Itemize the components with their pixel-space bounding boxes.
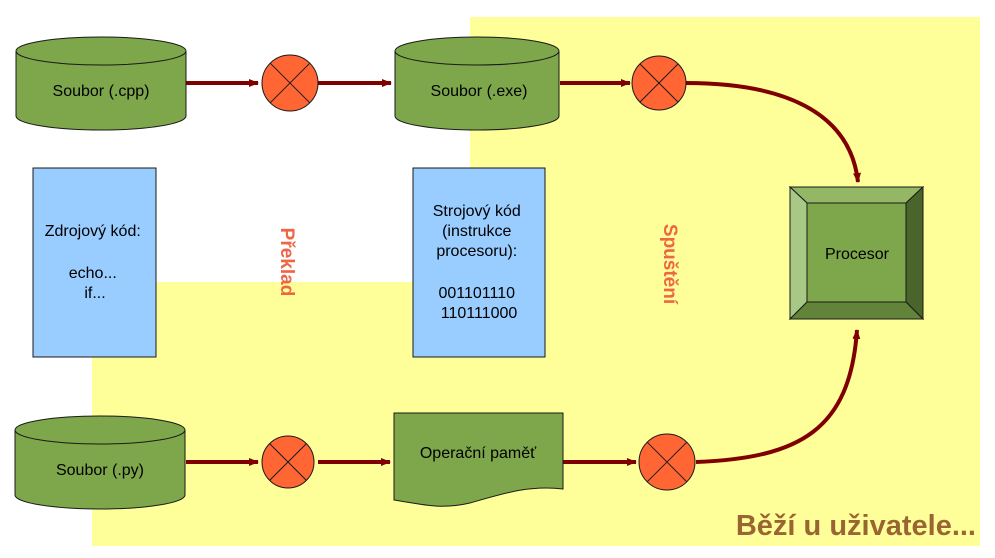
file-exe-label: Soubor (.exe) — [431, 83, 528, 100]
file-py-node[interactable]: Soubor (.py) — [14, 415, 186, 510]
file-exe-node[interactable]: Soubor (.exe) — [394, 36, 560, 131]
executor-operator[interactable] — [638, 433, 696, 491]
machine-code-line: 110111000 — [441, 305, 518, 322]
file-cpp-node[interactable]: Soubor (.cpp) — [15, 36, 187, 131]
source-code-note[interactable]: Zdrojový kód: echo... if... — [32, 167, 157, 358]
run-phase-label: Spuštění — [659, 224, 680, 305]
source-code-line: Zdrojový kód: — [45, 223, 141, 240]
interpreter-operator[interactable] — [261, 435, 315, 489]
arrow-executor-to-processor — [695, 329, 861, 464]
arrow-loader-to-processor — [685, 81, 861, 183]
source-code-text: Zdrojový kód: echo... if... — [45, 223, 146, 302]
machine-code-line: (instrukce — [442, 223, 511, 240]
machine-code-text: Strojový kód (instrukce procesoru): 0011… — [433, 203, 526, 322]
compiler-operator[interactable] — [261, 54, 319, 112]
file-py-label: Soubor (.py) — [56, 462, 144, 479]
memory-label: Operační paměť — [420, 445, 537, 462]
machine-code-note[interactable]: Strojový kód (instrukce procesoru): 0011… — [412, 167, 546, 358]
file-cpp-label: Soubor (.cpp) — [53, 83, 150, 100]
processor-node[interactable]: Procesor — [788, 185, 925, 321]
machine-code-line: procesoru): — [436, 243, 517, 260]
machine-code-line: Strojový kód — [433, 203, 521, 220]
arrows — [186, 79, 861, 466]
machine-code-line: 001101110 — [439, 285, 516, 302]
user-region-title: Běží u uživatele... — [736, 510, 976, 542]
compile-phase-label: Překlad — [276, 228, 297, 297]
memory-node[interactable]: Operační paměť — [393, 412, 564, 507]
source-code-line: echo... — [69, 265, 117, 282]
source-code-line: if... — [84, 285, 105, 302]
loader-operator[interactable] — [631, 55, 687, 111]
processor-label: Procesor — [825, 246, 890, 263]
